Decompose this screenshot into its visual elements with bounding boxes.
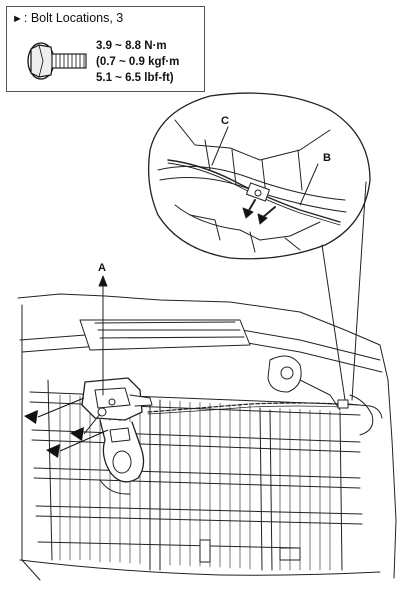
- hood-latch: [81, 377, 153, 495]
- callout-c: C: [221, 115, 229, 127]
- detail-view: [148, 92, 371, 401]
- legend-heading: ►: Bolt Locations, 3: [12, 11, 123, 25]
- callout-b: B: [323, 152, 331, 164]
- bolt-marker-3: [46, 444, 60, 458]
- bolt-legend: ►: Bolt Locations, 3 3.9 ~ 8.8 N·m (0.7 …: [6, 6, 205, 92]
- radiator-assembly: [17, 293, 397, 581]
- bolt-icon: [27, 42, 87, 80]
- callout-a: A: [98, 262, 106, 274]
- triangle-marker-icon: ►: [12, 13, 23, 25]
- bolt-marker-2: [70, 427, 84, 441]
- torque-nm: 3.9 ~ 8.8 N·m: [96, 40, 167, 52]
- legend-heading-text: : Bolt Locations, 3: [23, 11, 124, 25]
- bolt-markers: [24, 397, 109, 458]
- torque-kgf: (0.7 ~ 0.9 kgf·m: [96, 56, 180, 68]
- release-cable: [147, 402, 341, 413]
- torque-lbf: 5.1 ~ 6.5 lbf-ft): [96, 72, 174, 84]
- bolt-marker-1: [24, 410, 38, 424]
